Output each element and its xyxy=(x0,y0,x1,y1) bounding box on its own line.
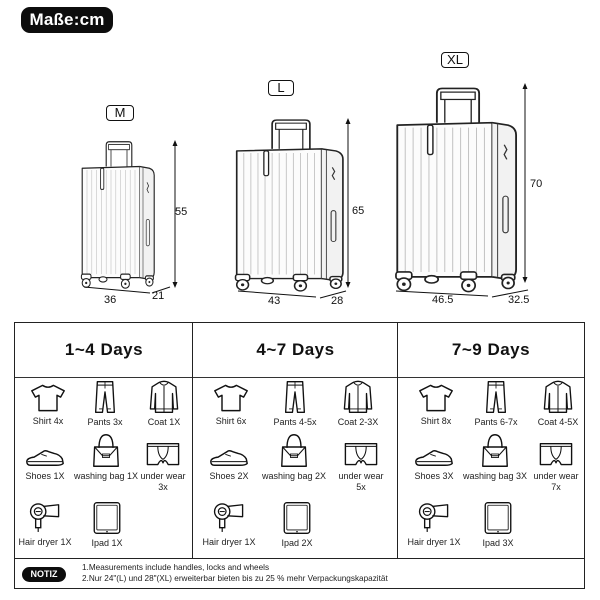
depth-label-xl: 32.5 xyxy=(508,294,530,306)
column-1-4-days: 1~4 Days Shirt 4x Pants 3x Coat 1X Shoes… xyxy=(15,323,193,559)
coat-icon xyxy=(148,380,180,414)
hair-dryer-icon xyxy=(28,501,62,534)
depth-label-m: 21 xyxy=(152,290,165,302)
width-arrow-l xyxy=(237,290,347,299)
unit-badge: Maße:cm xyxy=(21,7,113,33)
width-arrow-xl xyxy=(395,289,529,298)
underwear-icon xyxy=(538,442,574,468)
pants-icon xyxy=(92,380,118,414)
height-label-xl: 70 xyxy=(530,178,543,190)
column-title: 4~7 Days xyxy=(193,323,398,378)
item-hair-dryer: Hair dryer 1X xyxy=(197,501,261,548)
width-arrow-m xyxy=(83,286,171,294)
shirt-icon xyxy=(418,383,454,413)
item-pants: Pants 3x xyxy=(73,380,137,428)
item-shoes: Shoes 1X xyxy=(13,448,77,482)
shoe-icon xyxy=(414,448,454,468)
coat-icon xyxy=(542,380,574,414)
item-underwear: under wear 7x xyxy=(528,442,584,493)
height-arrow-xl xyxy=(522,83,528,283)
pants-icon xyxy=(483,380,509,414)
item-underwear: under wear 5x xyxy=(333,442,389,493)
shirt-icon xyxy=(213,383,249,413)
size-tag-l: L xyxy=(268,80,294,96)
notiz-line-2: 2.Nur 24"(L) und 28"(XL) erweiterbar bie… xyxy=(82,574,388,583)
item-pants: Pants 4-5x xyxy=(263,380,327,428)
suitcase-l-illustration xyxy=(232,118,350,293)
hair-dryer-icon xyxy=(417,501,451,534)
tablet-icon xyxy=(92,501,122,535)
item-hair-dryer: Hair dryer 1X xyxy=(13,501,77,548)
notiz-badge: NOTIZ xyxy=(22,567,66,582)
suitcase-m-illustration xyxy=(79,140,159,290)
shirt-icon xyxy=(30,383,66,413)
height-arrow-m xyxy=(172,140,178,288)
column-title: 7~9 Days xyxy=(398,323,584,378)
item-coat: Coat 4-5X xyxy=(526,380,590,428)
washing-bag-icon xyxy=(480,433,510,468)
width-label-xl: 46.5 xyxy=(432,294,454,306)
item-shirt: Shirt 6x xyxy=(199,383,263,427)
notiz-row: NOTIZ 1.Measurements include handles, lo… xyxy=(15,558,584,588)
item-ipad: Ipad 1X xyxy=(75,501,139,549)
width-label-l: 43 xyxy=(268,295,281,307)
underwear-icon xyxy=(145,442,181,468)
item-shirt: Shirt 4x xyxy=(16,383,80,427)
column-7-9-days: 7~9 Days Shirt 8x Pants 6-7x Coat 4-5X S… xyxy=(397,323,584,559)
item-shoes: Shoes 3X xyxy=(402,448,466,482)
item-pants: Pants 6-7x xyxy=(464,380,528,428)
pants-icon xyxy=(282,380,308,414)
underwear-icon xyxy=(343,442,379,468)
item-hair-dryer: Hair dryer 1X xyxy=(402,501,466,548)
item-washing-bag: washing bag 2X xyxy=(259,433,329,482)
depth-label-l: 28 xyxy=(331,295,344,307)
height-label-l: 65 xyxy=(352,205,365,217)
shoe-icon xyxy=(25,448,65,468)
item-washing-bag: washing bag 3X xyxy=(460,433,530,482)
washing-bag-icon xyxy=(279,433,309,468)
height-arrow-l xyxy=(345,118,351,288)
item-shirt: Shirt 8x xyxy=(404,383,468,427)
size-tag-xl: XL xyxy=(441,52,469,68)
item-shoes: Shoes 2X xyxy=(197,448,261,482)
item-ipad: Ipad 2X xyxy=(265,501,329,549)
column-4-7-days: 4~7 Days Shirt 6x Pants 4-5x Coat 2-3X S… xyxy=(192,323,398,559)
tablet-icon xyxy=(483,501,513,535)
hair-dryer-icon xyxy=(212,501,246,534)
item-underwear: under wear 3x xyxy=(137,442,189,493)
item-coat: Coat 2-3X xyxy=(326,380,390,428)
column-title: 1~4 Days xyxy=(15,323,193,378)
size-tag-m: M xyxy=(106,105,134,121)
tablet-icon xyxy=(282,501,312,535)
notiz-line-1: 1.Measurements include handles, locks an… xyxy=(82,563,270,572)
item-washing-bag: washing bag 1X xyxy=(71,433,141,482)
item-coat: Coat 1X xyxy=(132,380,196,428)
suitcase-xl-illustration xyxy=(392,86,524,294)
coat-icon xyxy=(342,380,374,414)
width-label-m: 36 xyxy=(104,294,117,306)
notiz-text: 1.Measurements include handles, locks an… xyxy=(82,562,388,584)
shoe-icon xyxy=(209,448,249,468)
height-label-m: 55 xyxy=(175,206,188,218)
item-ipad: Ipad 3X xyxy=(466,501,530,549)
packing-table: 1~4 Days Shirt 4x Pants 3x Coat 1X Shoes… xyxy=(14,322,585,589)
washing-bag-icon xyxy=(91,433,121,468)
